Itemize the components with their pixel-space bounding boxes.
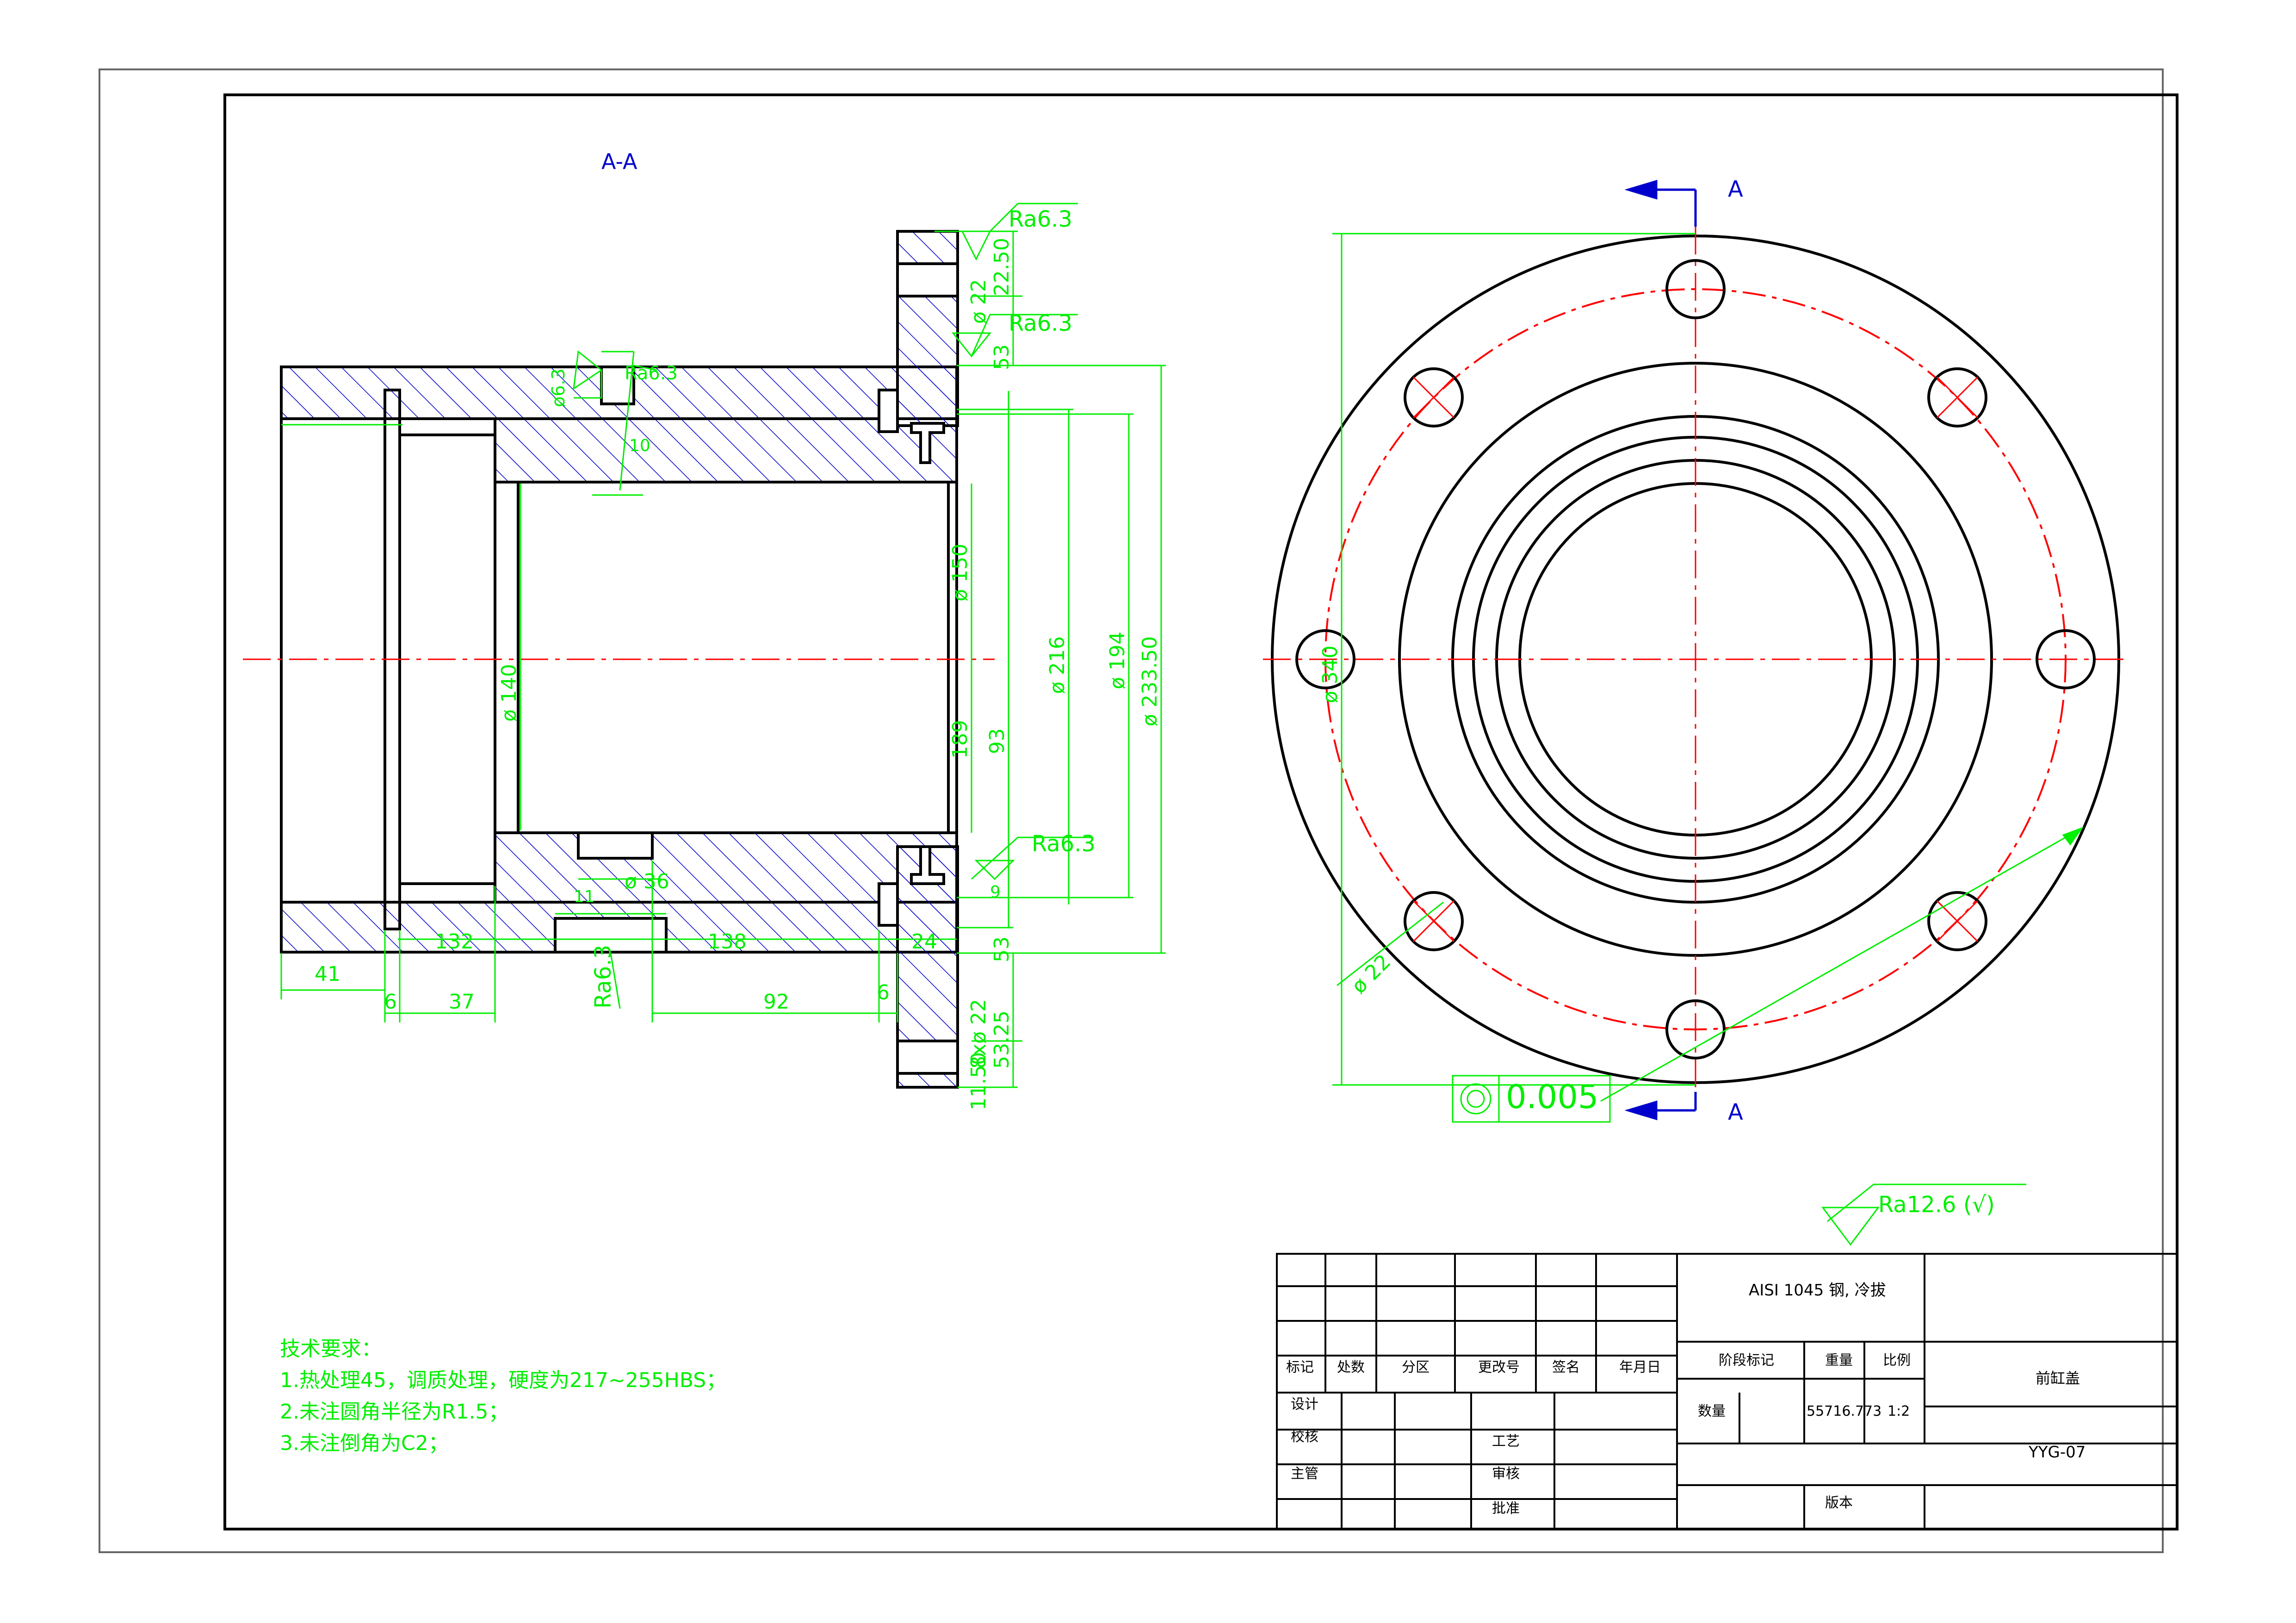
scale-label: 比例 bbox=[1883, 1352, 1911, 1369]
dim-diameter-194: ø 194 bbox=[1106, 632, 1129, 689]
dim-diameter-233-50: ø 233.50 bbox=[1138, 636, 1162, 726]
bolt-hole bbox=[1404, 367, 1464, 427]
role-label: 主管 bbox=[1291, 1466, 1318, 1482]
dim-8x22: 8xø 22 bbox=[967, 999, 990, 1069]
dim-189: 189 bbox=[948, 720, 972, 759]
dim-132: 132 bbox=[435, 930, 474, 954]
inner-frame bbox=[223, 93, 2178, 1530]
section-roughness: Ra6.3 Ra6.3 Ra6.3 Ra6.3 Ra6.3 bbox=[590, 206, 1095, 1009]
section-view: A-A bbox=[243, 149, 1166, 1110]
dim-37: 37 bbox=[449, 990, 475, 1014]
role-label: 校核 bbox=[1291, 1429, 1318, 1445]
roughness-top-1: Ra6.3 bbox=[1009, 206, 1072, 232]
dim-diameter-22-top: ø 22 bbox=[967, 279, 990, 324]
drawing-number: YYG-07 bbox=[2028, 1443, 2086, 1462]
dim-92: 92 bbox=[763, 990, 789, 1014]
roughness-general: Ra12.6 (√) bbox=[1878, 1192, 1995, 1218]
header-cell: 年月日 bbox=[1619, 1359, 1661, 1375]
mid-role-label: 批准 bbox=[1492, 1500, 1520, 1517]
dim-53-25: 53.25 bbox=[990, 1010, 1014, 1069]
dim-93: 93 bbox=[985, 728, 1009, 754]
bolt-hole bbox=[1665, 999, 1726, 1059]
tech-heading: 技术要求： bbox=[280, 1337, 382, 1361]
dim-11: 11 bbox=[574, 887, 595, 906]
roughness-top-2: Ra6.3 bbox=[1009, 310, 1072, 336]
roughness-mid: Ra6.3 bbox=[1032, 831, 1095, 857]
section-label: A-A bbox=[601, 149, 637, 174]
dim-diameter-140: ø 140 bbox=[497, 664, 521, 722]
dim-53-top: 53 bbox=[990, 344, 1014, 370]
dim-11-50: 11.50 bbox=[967, 1052, 990, 1110]
dim-diameter-22-right: ø 22 bbox=[1347, 950, 1396, 998]
stage-label: 阶段标记 bbox=[1719, 1352, 1774, 1369]
tech-item: 1.热处理45，调质处理，硬度为217~255HBS； bbox=[280, 1369, 726, 1392]
dim-22-50: 22.50 bbox=[990, 238, 1014, 296]
scale-value: 1:2 bbox=[1888, 1403, 1910, 1419]
roughness-small: Ra6.3 bbox=[625, 363, 678, 384]
mid-role-label: 工艺 bbox=[1492, 1433, 1520, 1450]
header-cell: 处数 bbox=[1337, 1359, 1365, 1375]
header-cell: 更改号 bbox=[1478, 1359, 1520, 1375]
bolt-hole bbox=[1404, 891, 1464, 951]
dim-6-right: 6 bbox=[877, 981, 890, 1004]
header-cell: 签名 bbox=[1552, 1359, 1580, 1375]
header-cell: 分区 bbox=[1402, 1359, 1430, 1375]
dim-diameter-6-3: ø6.3 bbox=[548, 368, 569, 407]
title-block: AISI 1045 钢, 冷拔 标记 处数 分区 更改号 签名 年月日 设计 校… bbox=[1276, 1253, 2178, 1530]
dim-diameter-216: ø 216 bbox=[1046, 636, 1069, 694]
section-dimension-texts: ø 140 ø 150 ø 216 ø 194 ø 233.50 93 189 … bbox=[315, 238, 1162, 1110]
bolt-hole bbox=[1665, 259, 1726, 319]
material-text: AISI 1045 钢, 冷拔 bbox=[1749, 1281, 1886, 1300]
header-cell: 标记 bbox=[1286, 1359, 1314, 1375]
weight-label: 重量 bbox=[1825, 1352, 1853, 1369]
bolt-hole bbox=[1295, 629, 1355, 689]
weight-value: 55716.773 bbox=[1807, 1403, 1881, 1419]
section-dimension-lines bbox=[280, 203, 1166, 1088]
dim-10: 10 bbox=[629, 436, 650, 455]
tech-requirements: 技术要求： 1.热处理45，调质处理，硬度为217~255HBS； 2.未注圆角… bbox=[280, 1337, 726, 1455]
front-view: A A ø 340 ø 22 0.005 Ra12.6 (√) bbox=[1263, 176, 2128, 1246]
bolt-hole-crosses bbox=[1412, 376, 1979, 942]
dim-53-bot: 53 bbox=[990, 936, 1014, 962]
mid-role-label: 审核 bbox=[1492, 1466, 1520, 1482]
qty-label: 数量 bbox=[1698, 1403, 1726, 1419]
cut-mark-top: A bbox=[1728, 176, 1743, 202]
cut-mark-bottom: A bbox=[1728, 1099, 1743, 1125]
tech-item: 3.未注倒角为C2； bbox=[280, 1431, 449, 1455]
dim-diameter-150: ø 150 bbox=[948, 544, 972, 601]
outer-frame bbox=[99, 68, 2164, 1553]
tech-item: 2.未注圆角半径为R1.5； bbox=[280, 1400, 509, 1424]
dim-9: 9 bbox=[990, 883, 1001, 902]
version-label: 版本 bbox=[1825, 1495, 1853, 1511]
dim-138: 138 bbox=[708, 930, 747, 954]
dim-6-left: 6 bbox=[384, 990, 397, 1014]
bolt-hole bbox=[1927, 891, 1987, 951]
bolt-holes bbox=[1295, 259, 2096, 1059]
roughness-bottom: Ra6.3 bbox=[590, 945, 616, 1009]
front-dimension-lines bbox=[1332, 233, 2084, 1246]
dim-diameter-340: ø 340 bbox=[1318, 645, 1342, 703]
bolt-hole bbox=[2036, 629, 2096, 689]
dim-diameter-36: ø 36 bbox=[625, 870, 669, 893]
role-label: 设计 bbox=[1291, 1396, 1318, 1412]
bolt-hole bbox=[1927, 367, 1987, 427]
dim-24: 24 bbox=[911, 930, 937, 954]
tolerance-value: 0.005 bbox=[1506, 1078, 1598, 1116]
cut-arrows[interactable] bbox=[1624, 180, 1697, 1121]
part-name: 前缸盖 bbox=[2036, 1369, 2080, 1387]
dim-41: 41 bbox=[315, 962, 340, 986]
